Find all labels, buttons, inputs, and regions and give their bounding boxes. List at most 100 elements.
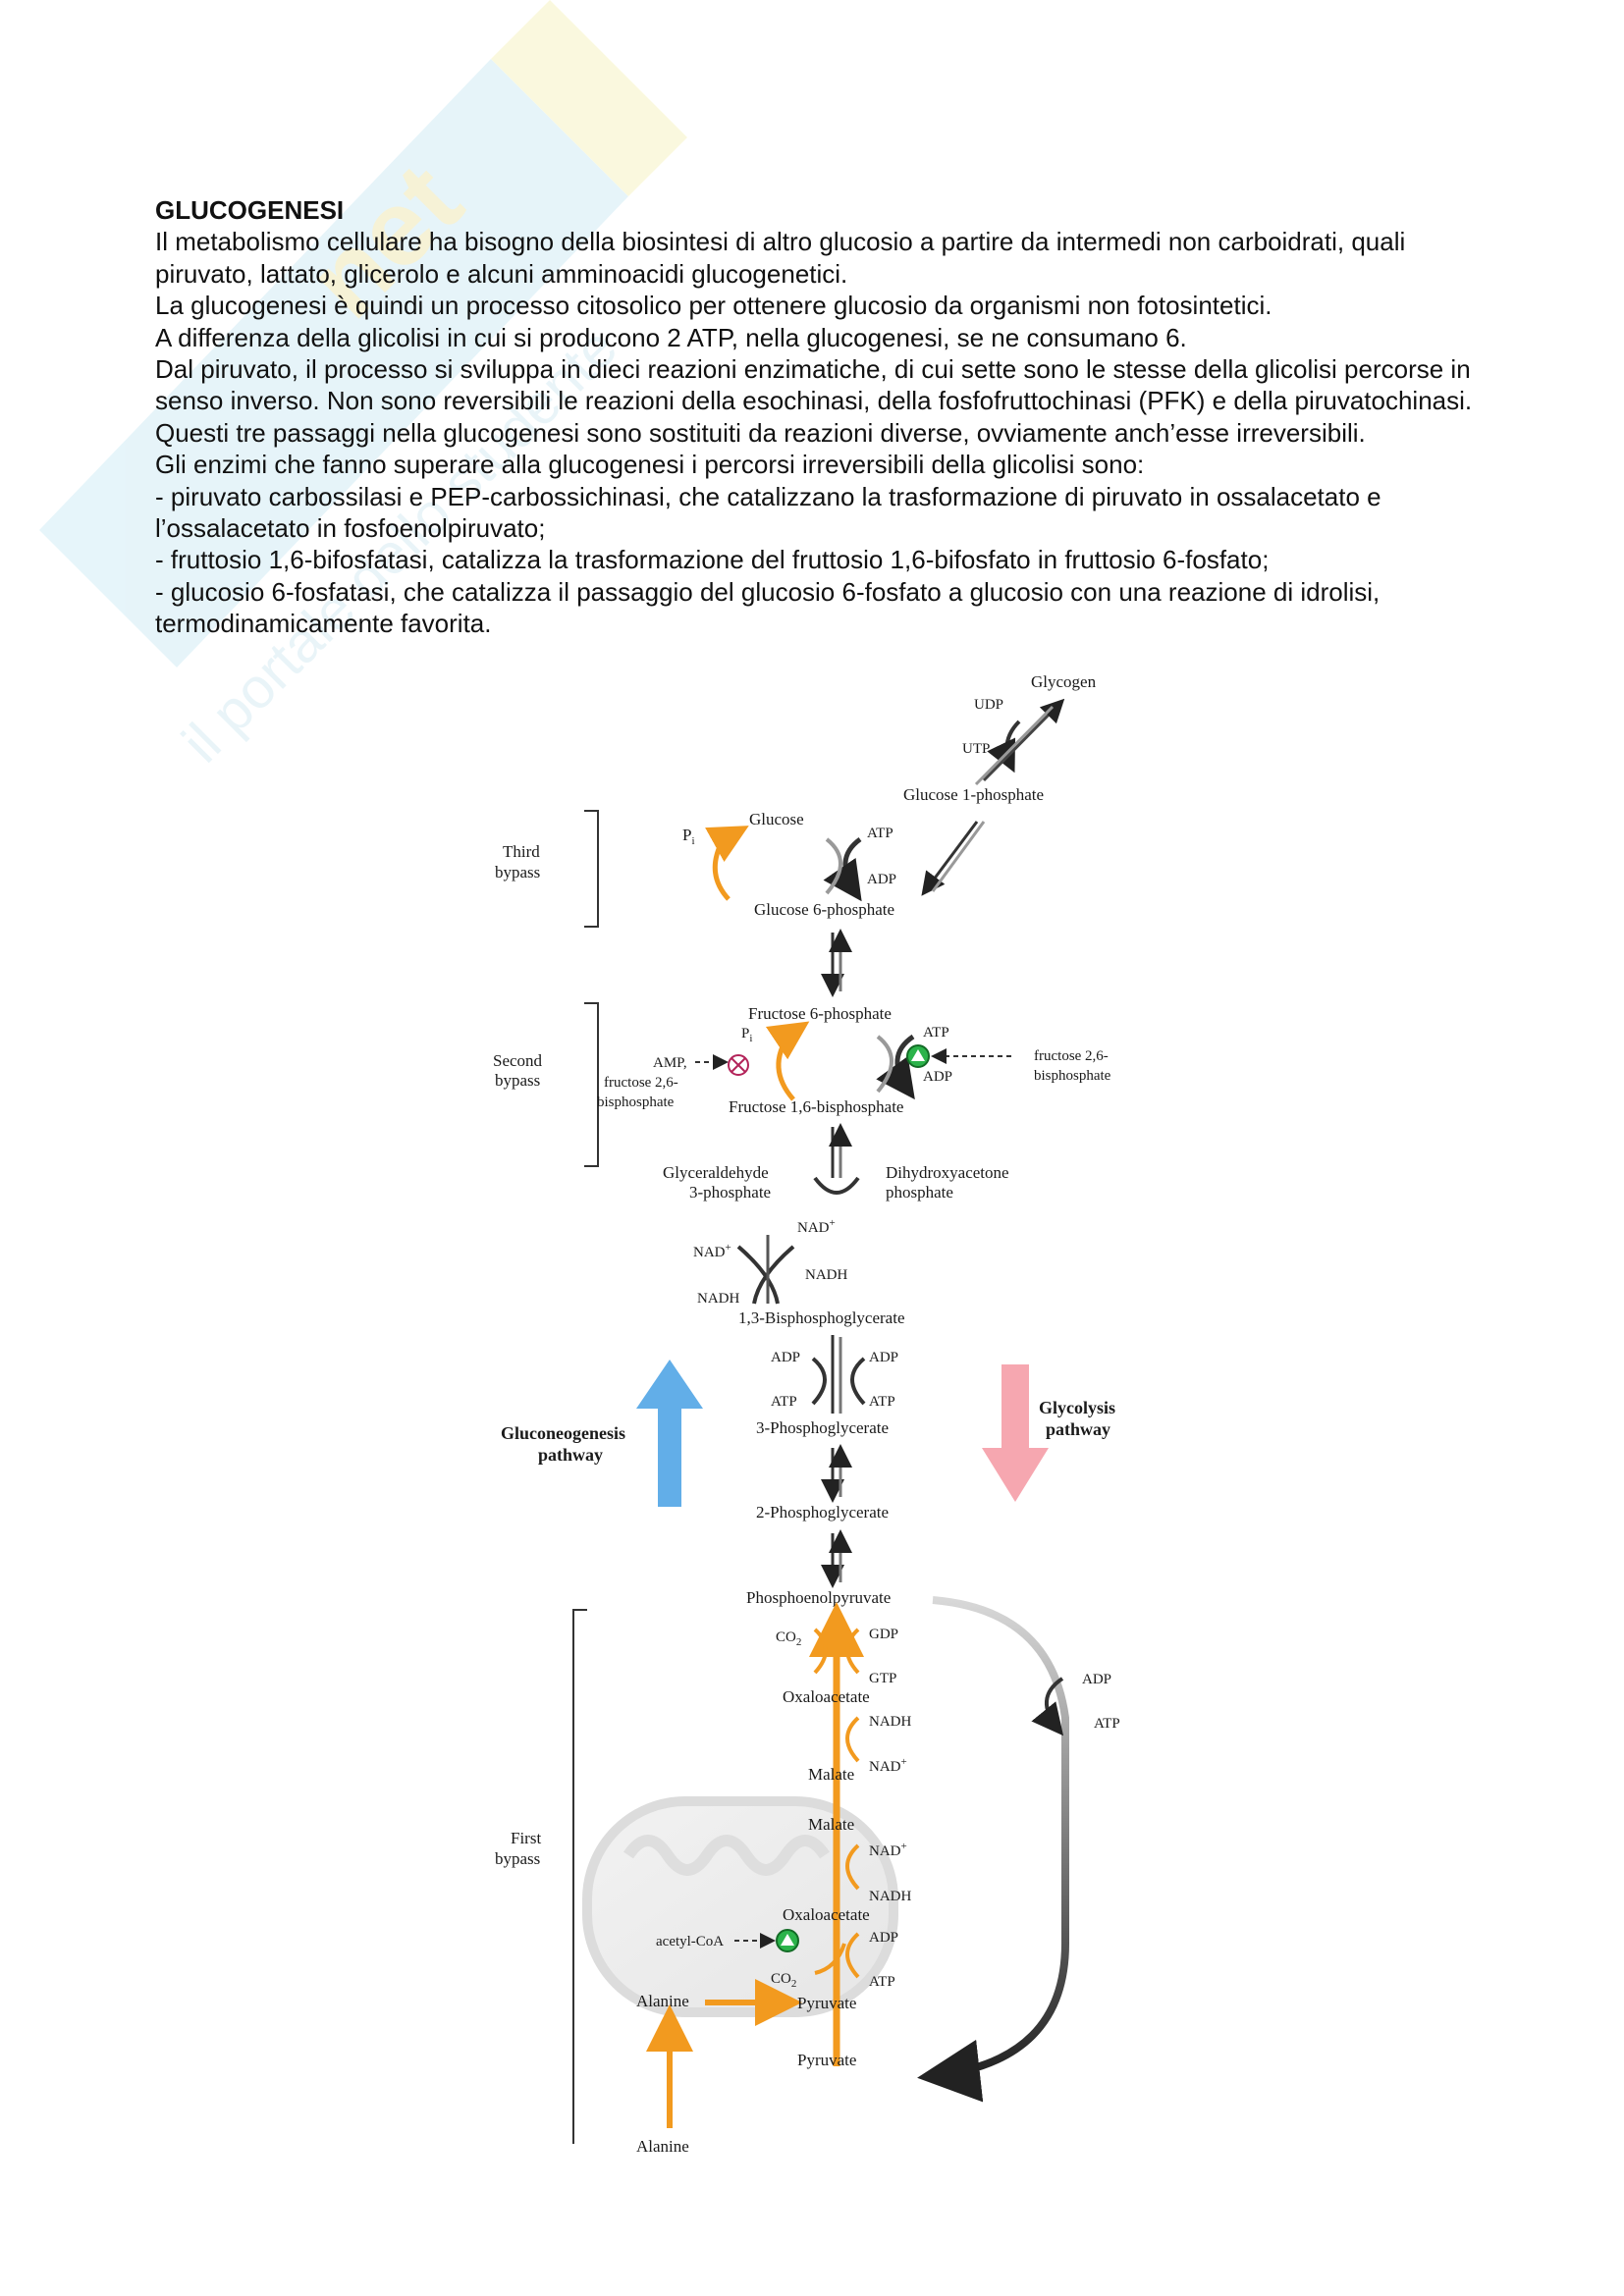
activate-triangle-2 bbox=[781, 1934, 794, 1946]
g6pase-arc bbox=[705, 826, 749, 901]
gap-label-1: Glyceraldehyde bbox=[663, 1163, 769, 1182]
pgk-arc-1 bbox=[811, 1357, 827, 1406]
inhibit-icon bbox=[728, 1054, 749, 1076]
first-bypass-label-1: First bbox=[511, 1829, 541, 1847]
pyruvate-kinase-loop bbox=[917, 1596, 1069, 2103]
malate-label-2: Malate bbox=[808, 1815, 854, 1834]
glycogen-to-g1p-arrow bbox=[974, 705, 1055, 786]
nad-label-3: NAD+ bbox=[869, 1756, 907, 1775]
inhibit-x bbox=[731, 1057, 746, 1073]
pg2-label: 2-Phosphoglycerate bbox=[756, 1503, 889, 1522]
utp-label: UTP bbox=[962, 741, 990, 757]
oxaloacetate-label-1: Oxaloacetate bbox=[783, 1687, 870, 1706]
atp-label-3: ATP bbox=[867, 826, 893, 841]
hexokinase-arc-grey bbox=[825, 837, 842, 895]
mdh-arc-2 bbox=[845, 1843, 860, 1891]
amp-label-2: fructose 2,6- bbox=[604, 1075, 678, 1091]
paragraph-5: Gli enzimi che fanno superare alla gluco… bbox=[155, 450, 1145, 480]
gluconeo-label-2: pathway bbox=[538, 1445, 603, 1465]
alanine-label-1: Alanine bbox=[636, 1992, 689, 2010]
adp-label-4: ADP bbox=[771, 1350, 800, 1365]
pk-adp-atp-arc bbox=[1031, 1677, 1064, 1736]
fructose-6-phosphate-label: Fructose 6-phosphate bbox=[748, 1004, 892, 1023]
atp-label-6: ATP bbox=[869, 1974, 895, 1990]
third-bypass-label-2: bypass bbox=[495, 863, 540, 881]
malate-label-1: Malate bbox=[808, 1765, 854, 1784]
gtp-label: GTP bbox=[869, 1671, 896, 1686]
mdh-arc-1 bbox=[845, 1716, 860, 1763]
nadh-label-4: NADH bbox=[869, 1889, 911, 1904]
glucose-6-phosphate-label: Glucose 6-phosphate bbox=[754, 900, 894, 919]
first-bypass-bracket bbox=[572, 1609, 587, 2144]
third-bypass-label-1: Third bbox=[503, 842, 540, 861]
nadh-label-3: NADH bbox=[869, 1714, 911, 1730]
adp-label-6: ADP bbox=[869, 1930, 898, 1946]
paragraph-8: - glucosio 6-fosfatasi, che catalizza il… bbox=[155, 576, 1380, 639]
gluconeo-label-1: Gluconeogenesis bbox=[501, 1423, 625, 1443]
pi-label-2: Pi bbox=[741, 1026, 752, 1044]
first-bypass-label-2: bypass bbox=[495, 1849, 540, 1868]
adp-label-2: ADP bbox=[923, 1069, 952, 1085]
paragraph-7: - fruttosio 1,6-bifosfatasi, catalizza l… bbox=[155, 545, 1270, 575]
atp-label-pk: ATP bbox=[1094, 1716, 1120, 1732]
alanine-label-2: Alanine bbox=[636, 2137, 689, 2156]
gdp-label: GDP bbox=[869, 1627, 898, 1642]
gluconeogenesis-arrow-icon bbox=[636, 1360, 703, 1507]
fbpase-arc bbox=[765, 1021, 810, 1101]
paragraph-1: Il metabolismo cellulare ha bisogno dell… bbox=[155, 227, 1406, 289]
pepck-arc-1 bbox=[813, 1628, 828, 1675]
paragraph-2: La glucogenesi è quindi un processo cito… bbox=[155, 291, 1272, 321]
pyruvate-label-2: Pyruvate bbox=[797, 2051, 856, 2069]
glucose-1-phosphate-label: Glucose 1-phosphate bbox=[903, 785, 1044, 804]
gap-label-2: 3-phosphate bbox=[689, 1183, 771, 1201]
document-title: GLUCOGENESI bbox=[155, 195, 345, 225]
dhap-label-1: Dihydroxyacetone bbox=[886, 1163, 1009, 1182]
f26bp-label-1: fructose 2,6- bbox=[1034, 1048, 1109, 1064]
udp-label: UDP bbox=[974, 697, 1003, 713]
second-bypass-bracket bbox=[584, 1002, 599, 1167]
glycolysis-label-1: Glycolysis bbox=[1039, 1398, 1115, 1417]
pgk-arc-2 bbox=[850, 1357, 866, 1406]
nadh-label-1: NADH bbox=[805, 1267, 847, 1283]
gluconeogenesis-diagram: Glycogen UDP UTP Glucose 1-phosphate Thi… bbox=[493, 672, 1120, 2156]
mitochondrion-cristae bbox=[623, 1835, 830, 1876]
adp-label-5: ADP bbox=[869, 1350, 898, 1365]
hexokinase-arc bbox=[823, 836, 862, 902]
paragraph-6: - piruvato carbossilasi e PEP-carbossich… bbox=[155, 481, 1381, 544]
pepck-arc-2 bbox=[845, 1628, 860, 1675]
second-bypass-label-1: Second bbox=[493, 1051, 543, 1070]
document-body: GLUCOGENESI Il metabolismo cellulare ha … bbox=[155, 194, 1490, 640]
f26bp-label-2: bisphosphate bbox=[1034, 1068, 1111, 1084]
paragraph-4: Dal piruvato, il processo si sviluppa in… bbox=[155, 354, 1473, 448]
nadh-label-2: NADH bbox=[697, 1291, 739, 1307]
co2-label-1: CO2 bbox=[776, 1629, 801, 1648]
g1p-to-glycogen-arrow bbox=[982, 698, 1065, 782]
watermark-logo-accent bbox=[491, 0, 687, 196]
watermark-logo-shape bbox=[39, 59, 628, 667]
pc-arc-2 bbox=[814, 1943, 846, 1975]
glycogen-label: Glycogen bbox=[1031, 672, 1097, 691]
pg3-label: 3-Phosphoglycerate bbox=[756, 1418, 889, 1437]
atp-label-5: ATP bbox=[869, 1394, 895, 1410]
pfk-arc-grey bbox=[876, 1035, 893, 1094]
fructose-16-bisphosphate-label: Fructose 1,6-bisphosphate bbox=[729, 1097, 903, 1116]
activate-triangle bbox=[911, 1049, 925, 1061]
paragraph-3: A differenza della glicolisi in cui si p… bbox=[155, 322, 1187, 352]
dhap-label-2: phosphate bbox=[886, 1183, 953, 1201]
bpg13-label: 1,3-Bisphosphoglycerate bbox=[738, 1308, 905, 1327]
oxaloacetate-label-2: Oxaloacetate bbox=[783, 1905, 870, 1924]
adp-label-pk: ADP bbox=[1082, 1672, 1111, 1687]
acetyl-coa-label: acetyl-CoA bbox=[656, 1934, 724, 1949]
g6p-to-g1p-arrow bbox=[931, 821, 986, 892]
atp-label-4: ATP bbox=[771, 1394, 797, 1410]
glycolysis-arrow-icon bbox=[982, 1364, 1049, 1502]
pyruvate-label-1: Pyruvate bbox=[797, 1994, 856, 2012]
amp-label-3: bisphosphate bbox=[597, 1095, 675, 1110]
nad-label-1: NAD+ bbox=[797, 1217, 836, 1236]
second-bypass-label-2: bypass bbox=[495, 1071, 540, 1090]
adp-label-3: ADP bbox=[867, 872, 896, 887]
aldolase-split bbox=[813, 1176, 860, 1195]
pfk-arc bbox=[876, 1034, 915, 1100]
g1p-to-g6p-arrow bbox=[921, 821, 979, 896]
